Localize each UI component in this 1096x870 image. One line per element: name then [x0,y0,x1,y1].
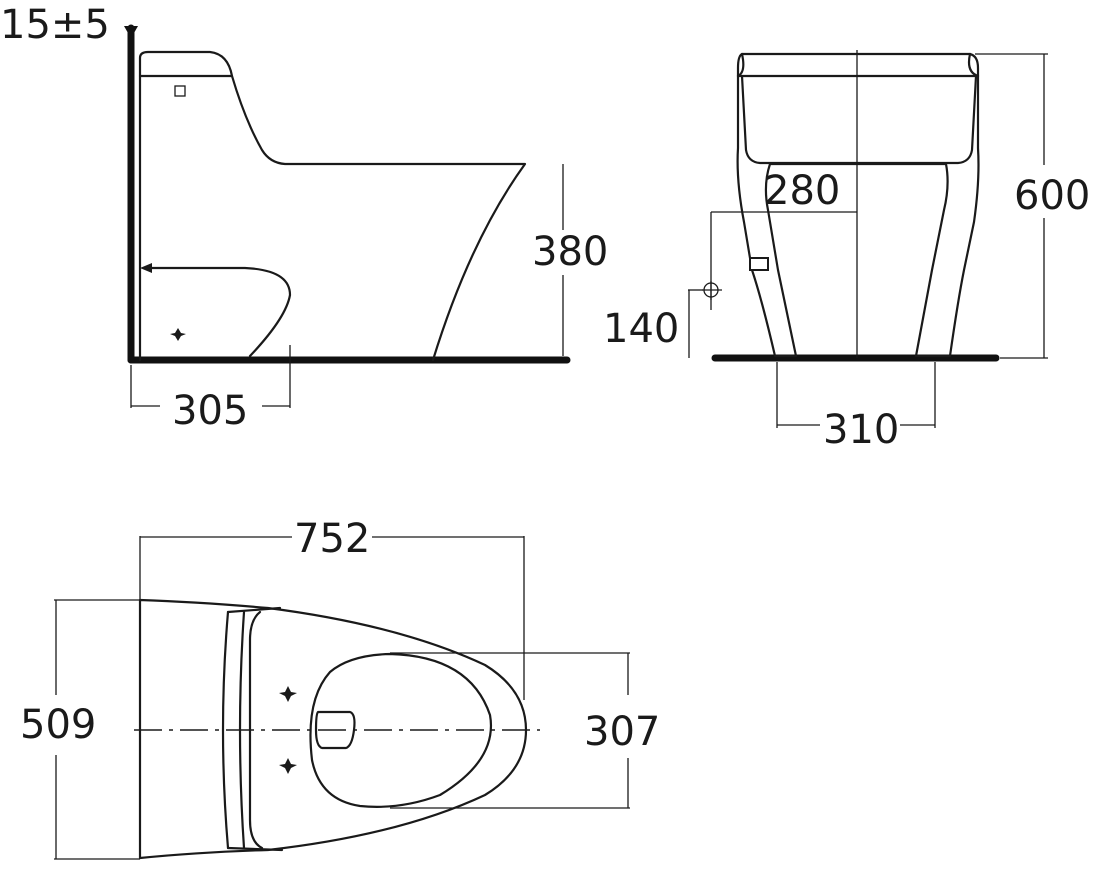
top-outer-outline [138,598,528,860]
total-length-label: 752 [294,516,370,562]
side-trapway-arrow-icon [140,263,152,273]
inlet-height-label: 140 [603,306,679,352]
total-width-label: 509 [20,702,96,748]
front-lid-top [736,52,980,78]
side-body-outline [138,50,527,362]
top-band-ends [226,606,284,852]
bowl-width-label: 307 [584,709,660,755]
front-view: 280 140 600 310 [603,50,1090,453]
flush-button-icon [174,85,186,97]
front-tank-face [736,74,980,165]
top-bolt-lower-icon [279,758,297,774]
top-bowl-outline [309,652,493,808]
inlet-valve-icon [749,257,769,271]
side-view: 380 305 15±5 [0,2,608,434]
height-to-rim-label: 380 [532,229,608,275]
side-trapway-outline [142,266,292,358]
wall-offset-label: 15±5 [0,2,110,48]
side-bolt-icon [170,328,186,341]
base-width-label: 310 [823,407,899,453]
wall-cap-icon [124,26,138,33]
top-view: 752 509 307 [20,516,660,860]
outlet-distance-label: 305 [172,388,248,434]
top-bolt-upper-icon [279,686,297,702]
top-water-spot [314,710,356,750]
total-height-label: 600 [1014,173,1090,219]
inlet-offset-label: 280 [764,168,840,214]
